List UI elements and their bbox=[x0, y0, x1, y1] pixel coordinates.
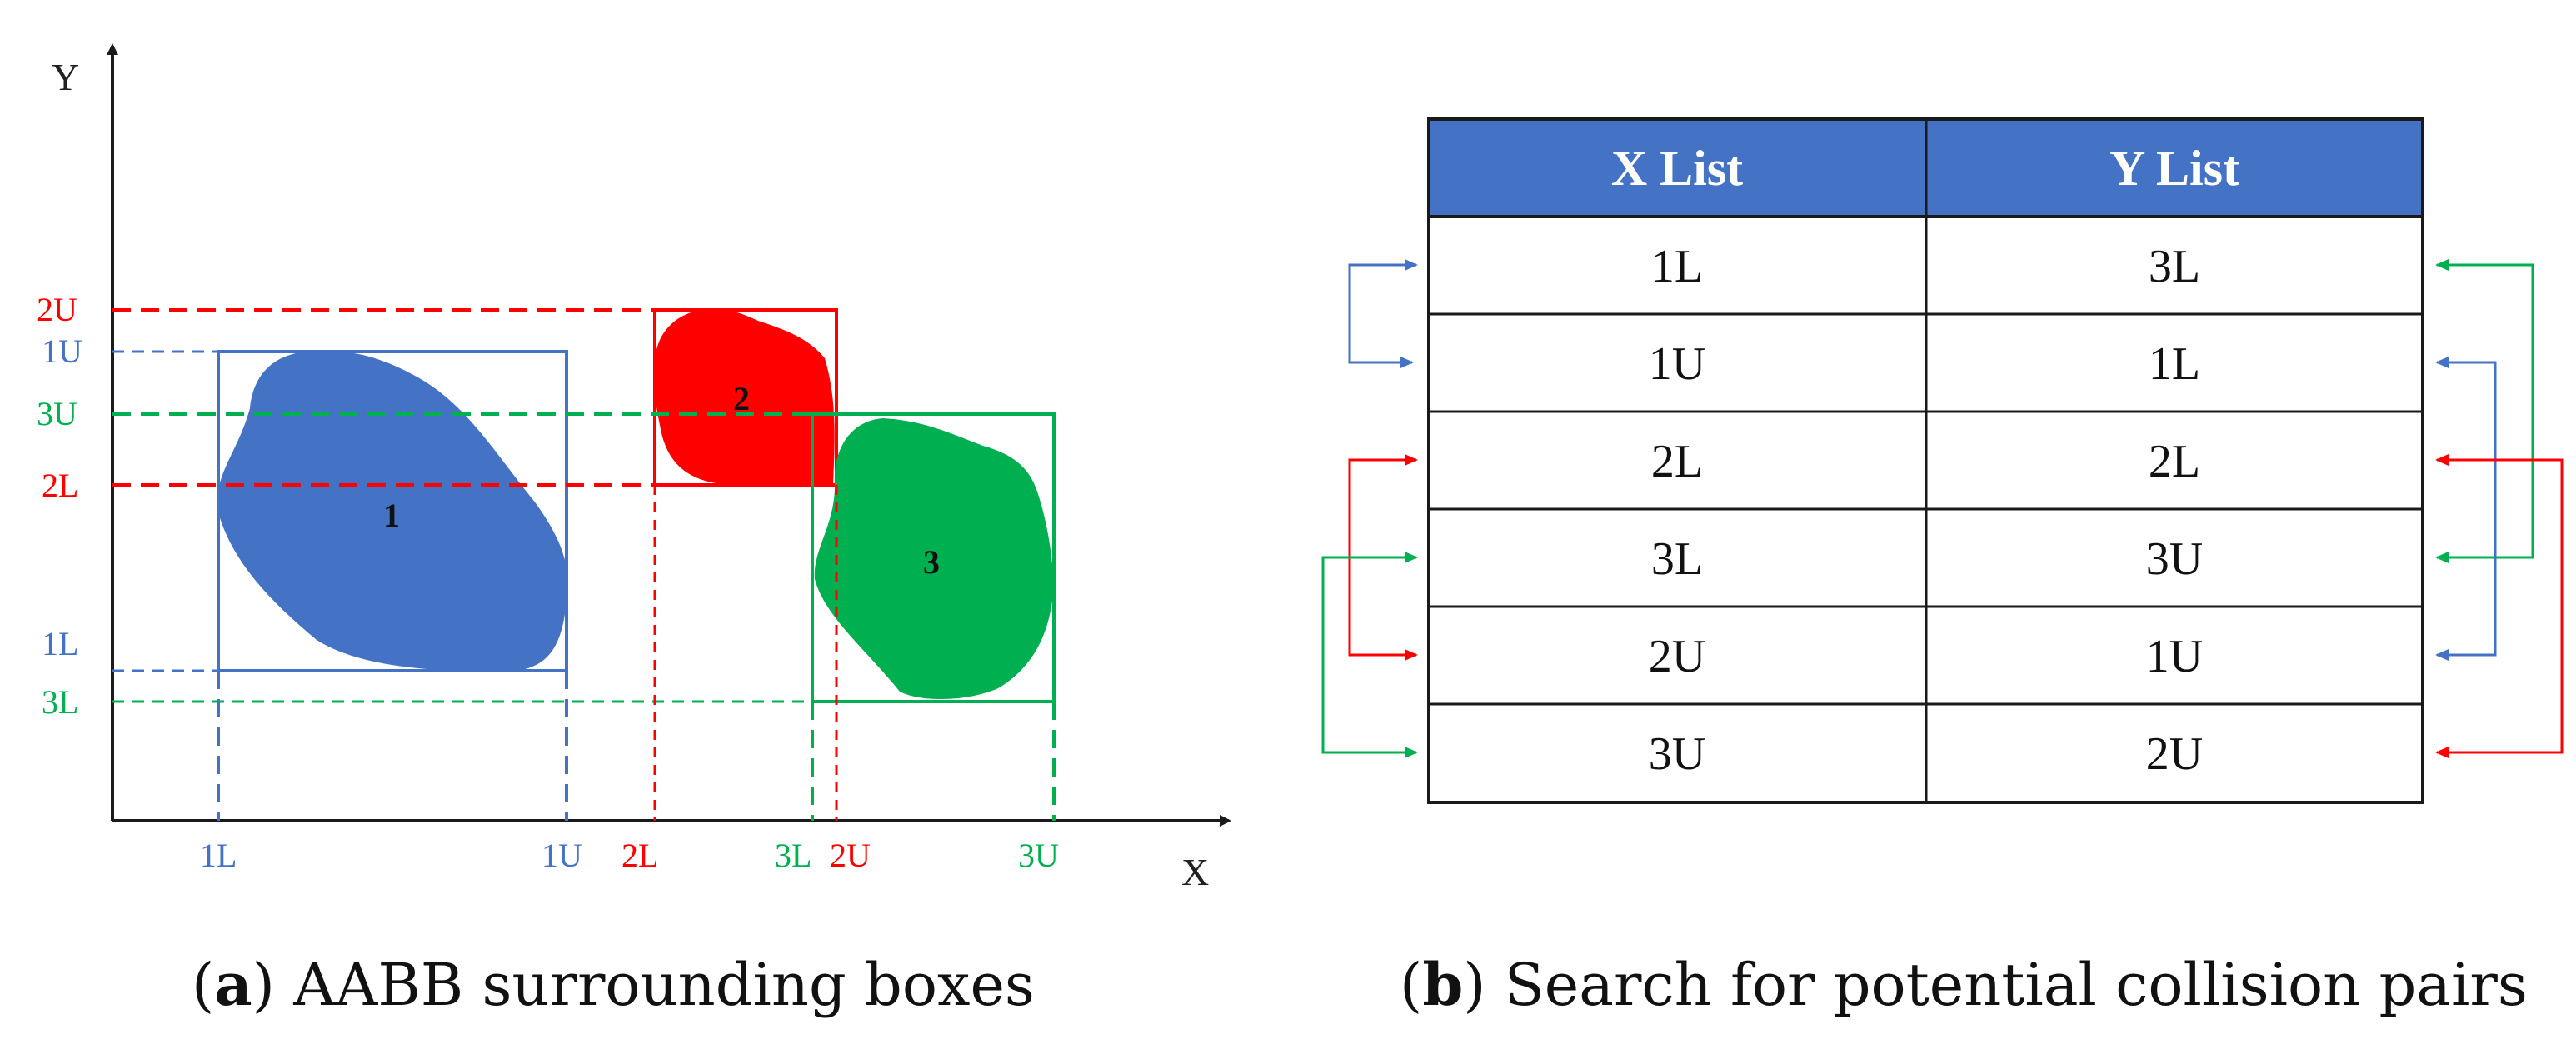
pair-connector-1-y bbox=[2435, 357, 2497, 657]
y-tick-2l: 2L bbox=[42, 467, 78, 504]
body-2-shape bbox=[653, 309, 835, 485]
aabb-diagram-panel: Y X 1 2 3 2U 1U 3U 2L 1L 3L bbox=[0, 0, 1250, 1049]
y-tick-1l: 1L bbox=[42, 625, 78, 662]
body-3-shape bbox=[814, 418, 1054, 700]
pair-connector-2-y bbox=[2435, 458, 2564, 758]
caption-a: (a) AABB surrounding boxes bbox=[192, 950, 1035, 1019]
y-tick-2u: 2U bbox=[37, 291, 77, 328]
caption-b-text: Search for potential collision pairs bbox=[1485, 951, 2528, 1019]
table-row: 1L 3L bbox=[1651, 241, 2200, 292]
table-row: 2U 1U bbox=[1649, 631, 2203, 682]
cell-y-5: 1U bbox=[2146, 631, 2203, 682]
cell-x-5: 2U bbox=[1649, 631, 1705, 682]
body-3-label: 3 bbox=[923, 543, 940, 581]
y-tick-1u: 1U bbox=[42, 332, 82, 370]
body-3-aabb bbox=[811, 412, 1056, 703]
aabb-diagram: Y X 1 2 3 2U 1U 3U 2L 1L 3L bbox=[37, 43, 1231, 893]
caption-b: (b) Search for potential collision pairs bbox=[1400, 950, 2528, 1019]
cell-x-2: 1U bbox=[1649, 338, 1705, 390]
x-axis-label: X bbox=[1181, 851, 1209, 893]
pair-connector-1-x bbox=[1348, 263, 1414, 368]
x-tick-3l: 3L bbox=[775, 837, 811, 874]
x-tick-2u: 2U bbox=[830, 837, 871, 874]
y-tick-3u: 3U bbox=[37, 395, 77, 432]
cell-y-4: 3U bbox=[2146, 533, 2203, 585]
body-1-aabb bbox=[217, 350, 568, 672]
body-2-aabb bbox=[653, 308, 838, 487]
table-row: 2L 2L bbox=[1651, 436, 2200, 487]
caption-b-letter: b bbox=[1422, 950, 1464, 1019]
x-tick-3u: 3U bbox=[1018, 837, 1059, 874]
cell-x-1: 1L bbox=[1651, 241, 1703, 292]
cell-y-1: 3L bbox=[2149, 241, 2200, 292]
sort-sweep-table: X List Y List 1L 3L 1U 1L 2L 2L 3L 3U 2U bbox=[1321, 117, 2564, 804]
table-row: 3U 2U bbox=[1649, 728, 2203, 780]
collision-pairs-panel: X List Y List 1L 3L 1U 1L 2L 2L 3L 3U 2U bbox=[1300, 0, 2576, 1049]
cell-x-4: 3L bbox=[1651, 533, 1703, 585]
body-1-shape bbox=[217, 351, 568, 672]
body-2-label: 2 bbox=[733, 380, 750, 417]
cell-y-3: 2L bbox=[2149, 436, 2200, 487]
y-tick-3l: 3L bbox=[42, 683, 78, 721]
caption-a-letter: a bbox=[214, 950, 252, 1019]
cell-x-3: 2L bbox=[1651, 436, 1703, 487]
table-row: 3L 3U bbox=[1651, 533, 2203, 585]
x-tick-2l: 2L bbox=[622, 837, 658, 874]
header-x-list: X List bbox=[1611, 141, 1743, 196]
caption-a-text: AABB surrounding boxes bbox=[274, 951, 1035, 1019]
table-row: 1U 1L bbox=[1649, 338, 2200, 390]
x-tick-1l: 1L bbox=[200, 837, 237, 874]
y-axis-label: Y bbox=[52, 56, 79, 98]
cell-y-6: 2U bbox=[2146, 728, 2203, 780]
x-tick-1u: 1U bbox=[542, 837, 582, 874]
cell-y-2: 1L bbox=[2149, 338, 2200, 390]
body-1-label: 1 bbox=[383, 497, 400, 534]
pair-connector-3-y bbox=[2435, 259, 2534, 559]
header-y-list: Y List bbox=[2109, 141, 2239, 196]
cell-x-6: 3U bbox=[1649, 728, 1705, 780]
